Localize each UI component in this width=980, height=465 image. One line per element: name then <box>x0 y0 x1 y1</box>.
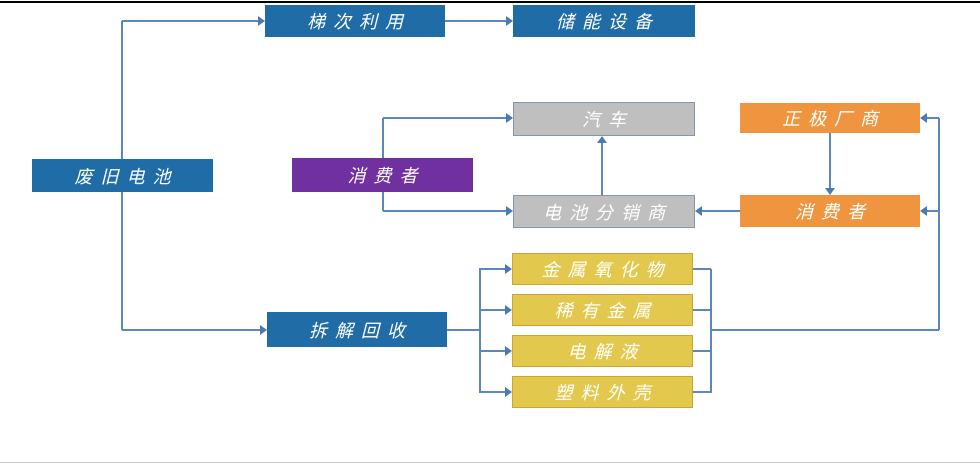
node-consumer-right-label: 消费者 <box>795 202 873 223</box>
arrowhead-into-metal-oxide <box>505 264 512 274</box>
connector-rare-metal-out <box>693 309 711 311</box>
node-waste-battery: 废旧电池 <box>32 159 213 192</box>
connector-return-to-cathode-stub <box>926 117 939 119</box>
connector-stub-to-plastic-shell <box>479 391 506 393</box>
connector-merge-vline <box>710 269 712 393</box>
node-automobile: 汽车 <box>513 102 695 136</box>
connector-fanout-vline <box>479 269 481 393</box>
arrowhead-into-cascade-use <box>258 16 265 26</box>
arrowhead-into-cathode-right <box>920 113 927 123</box>
connector-right-return-vline <box>938 118 940 330</box>
node-cathode-manufacturer: 正极厂商 <box>740 103 920 133</box>
top-rule <box>0 1 980 3</box>
connector-waste-to-cascade-vline <box>121 21 123 159</box>
node-dismantle-recycle: 拆解回收 <box>267 312 447 347</box>
node-battery-distributor-label: 电池分销商 <box>543 202 673 224</box>
connector-dismantle-out-hline <box>447 329 480 331</box>
arrowhead-into-plastic-shell <box>505 387 512 397</box>
connector-consumer-to-auto-hline <box>383 117 507 119</box>
node-waste-battery-label: 废旧电池 <box>74 166 179 188</box>
arrowhead-into-electrolyte <box>505 346 512 356</box>
arrowhead-into-energy-storage <box>506 16 513 26</box>
connector-electrolyte-out <box>693 350 711 352</box>
connector-cascade-to-storage-hline <box>445 20 507 22</box>
connector-stub-to-electrolyte <box>479 350 506 352</box>
arrowhead-into-automobile-bottom <box>597 136 607 143</box>
node-metal-oxide-label: 金属氧化物 <box>541 260 672 281</box>
connector-metal-oxide-out <box>693 268 711 270</box>
connector-merge-to-right-hline <box>710 329 939 331</box>
arrowhead-into-rare-metal <box>505 305 512 315</box>
node-energy-storage-label: 储能设备 <box>556 12 660 33</box>
connector-cathode-to-consumer-vline <box>829 133 831 189</box>
node-consumer-left-label: 消费者 <box>347 166 426 187</box>
node-electrolyte-label: 电解液 <box>567 342 646 363</box>
bottom-rule <box>0 462 980 463</box>
connector-waste-to-cascade-hline <box>122 20 259 22</box>
connector-consumer-to-distributor-vline <box>382 192 384 211</box>
arrowhead-into-distributor-left <box>506 206 513 216</box>
connector-stub-to-metal-oxide <box>479 268 506 270</box>
node-metal-oxide: 金属氧化物 <box>512 253 693 285</box>
connector-consumer-to-distributor-right-hline <box>702 210 740 212</box>
connector-distributor-to-auto-vline <box>601 142 603 195</box>
node-cascade-use-label: 梯次利用 <box>307 12 411 33</box>
connector-consumer-to-auto-vline <box>382 118 384 158</box>
node-consumer-right: 消费者 <box>740 195 920 227</box>
connector-plastic-shell-out <box>693 391 711 393</box>
node-rare-metal-label: 稀有金属 <box>554 301 659 322</box>
arrowhead-into-automobile <box>506 113 513 123</box>
connector-consumer-to-distributor-hline <box>383 210 507 212</box>
connector-waste-to-dismantle-hline <box>122 329 261 331</box>
arrowhead-into-distributor-right <box>695 206 702 216</box>
arrowhead-into-consumer-right-top <box>825 188 835 195</box>
connector-stub-to-rare-metal <box>479 309 506 311</box>
connector-return-to-consumer-stub <box>926 210 939 212</box>
arrowhead-into-consumer-right-side <box>920 206 927 216</box>
node-energy-storage: 储能设备 <box>513 5 695 37</box>
node-consumer-left: 消费者 <box>292 158 473 192</box>
node-rare-metal: 稀有金属 <box>512 294 693 326</box>
node-plastic-shell-label: 塑料外壳 <box>554 383 659 404</box>
node-cathode-manufacturer-label: 正极厂商 <box>782 109 886 130</box>
node-cascade-use: 梯次利用 <box>265 5 445 37</box>
node-dismantle-recycle-label: 拆解回收 <box>309 320 413 342</box>
connector-waste-to-dismantle-vline <box>121 192 123 330</box>
node-battery-distributor: 电池分销商 <box>513 195 695 228</box>
arrowhead-into-dismantle-recycle <box>260 325 267 335</box>
node-plastic-shell: 塑料外壳 <box>512 376 693 408</box>
node-electrolyte: 电解液 <box>512 335 693 367</box>
node-automobile-label: 汽车 <box>582 110 634 131</box>
